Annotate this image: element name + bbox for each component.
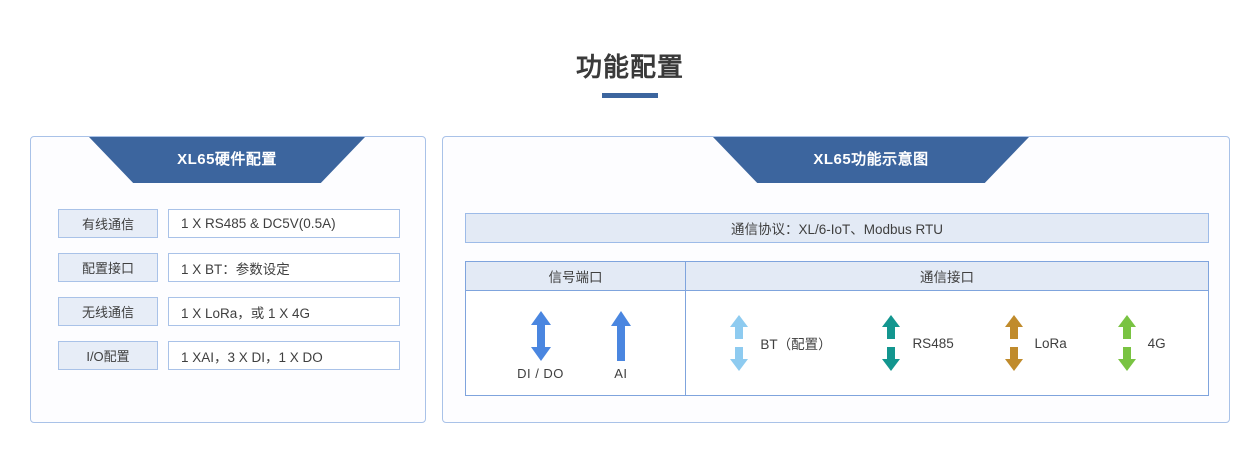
column-header-comm: 通信接口 (920, 270, 974, 285)
signal-item-ai: AI (608, 306, 634, 381)
split-double-arrow-icon (1003, 314, 1025, 372)
hardware-config-rows: 有线通信 1 X RS485 & DC5V(0.5A) 配置接口 1 X BT：… (58, 209, 400, 370)
row-value: 1 X LoRa，或 1 X 4G (168, 297, 400, 326)
protocol-bar: 通信协议：XL/6-IoT、Modbus RTU (465, 213, 1209, 243)
function-diagram-banner: XL65功能示意图 (713, 137, 1029, 183)
page-title-block: 功能配置 (0, 50, 1260, 98)
comm-label: 4G (1147, 335, 1166, 351)
title-underline (602, 93, 658, 98)
comm-label: LoRa (1034, 335, 1067, 351)
function-diagram-table: 信号端口 通信接口 DI / DO (465, 261, 1209, 396)
hardware-config-banner: XL65硬件配置 (89, 137, 365, 183)
table-row: 无线通信 1 X LoRa，或 1 X 4G (58, 297, 400, 326)
hardware-config-panel: XL65硬件配置 有线通信 1 X RS485 & DC5V(0.5A) 配置接… (30, 136, 426, 423)
row-label: 无线通信 (58, 297, 158, 326)
function-diagram-banner-label: XL65功能示意图 (813, 151, 929, 168)
signal-item-di-do: DI / DO (517, 306, 564, 381)
signal-label: AI (614, 365, 628, 381)
double-arrow-icon (528, 310, 554, 362)
table-row: 有线通信 1 X RS485 & DC5V(0.5A) (58, 209, 400, 238)
comm-item-lora: LoRa (1003, 314, 1067, 372)
table-body-row: DI / DO AI (466, 291, 1208, 395)
signal-port-cell: DI / DO AI (466, 291, 686, 395)
split-double-arrow-icon (1116, 314, 1138, 372)
comm-label: RS485 (912, 335, 954, 351)
row-label: I/O配置 (58, 341, 158, 370)
function-diagram-panel: XL65功能示意图 通信协议：XL/6-IoT、Modbus RTU 信号端口 … (442, 136, 1230, 423)
comm-label: BT（配置） (760, 337, 832, 352)
page-title: 功能配置 (575, 52, 684, 82)
row-label: 有线通信 (58, 209, 158, 238)
signal-label: DI / DO (517, 365, 564, 381)
split-double-arrow-icon (880, 314, 902, 372)
comm-item-rs485: RS485 (880, 314, 954, 372)
row-value: 1 X RS485 & DC5V(0.5A) (168, 209, 400, 238)
row-value: 1 X BT：参数设定 (168, 253, 400, 282)
up-arrow-icon (608, 310, 634, 362)
hardware-config-banner-label: XL65硬件配置 (177, 151, 277, 168)
split-double-arrow-icon (728, 314, 750, 372)
row-label: 配置接口 (58, 253, 158, 282)
row-value: 1 XAI，3 X DI，1 X DO (168, 341, 400, 370)
table-row: I/O配置 1 XAI，3 X DI，1 X DO (58, 341, 400, 370)
column-header-signal: 信号端口 (466, 262, 686, 290)
protocol-label: 通信协议：XL/6-IoT、Modbus RTU (730, 222, 944, 237)
table-row: 配置接口 1 X BT：参数设定 (58, 253, 400, 282)
comm-item-bt: BT（配置） (728, 314, 832, 372)
comm-interface-cell: BT（配置） RS485 (686, 291, 1208, 395)
table-header-row: 信号端口 通信接口 (466, 262, 1208, 291)
comm-item-4g: 4G (1116, 314, 1166, 372)
